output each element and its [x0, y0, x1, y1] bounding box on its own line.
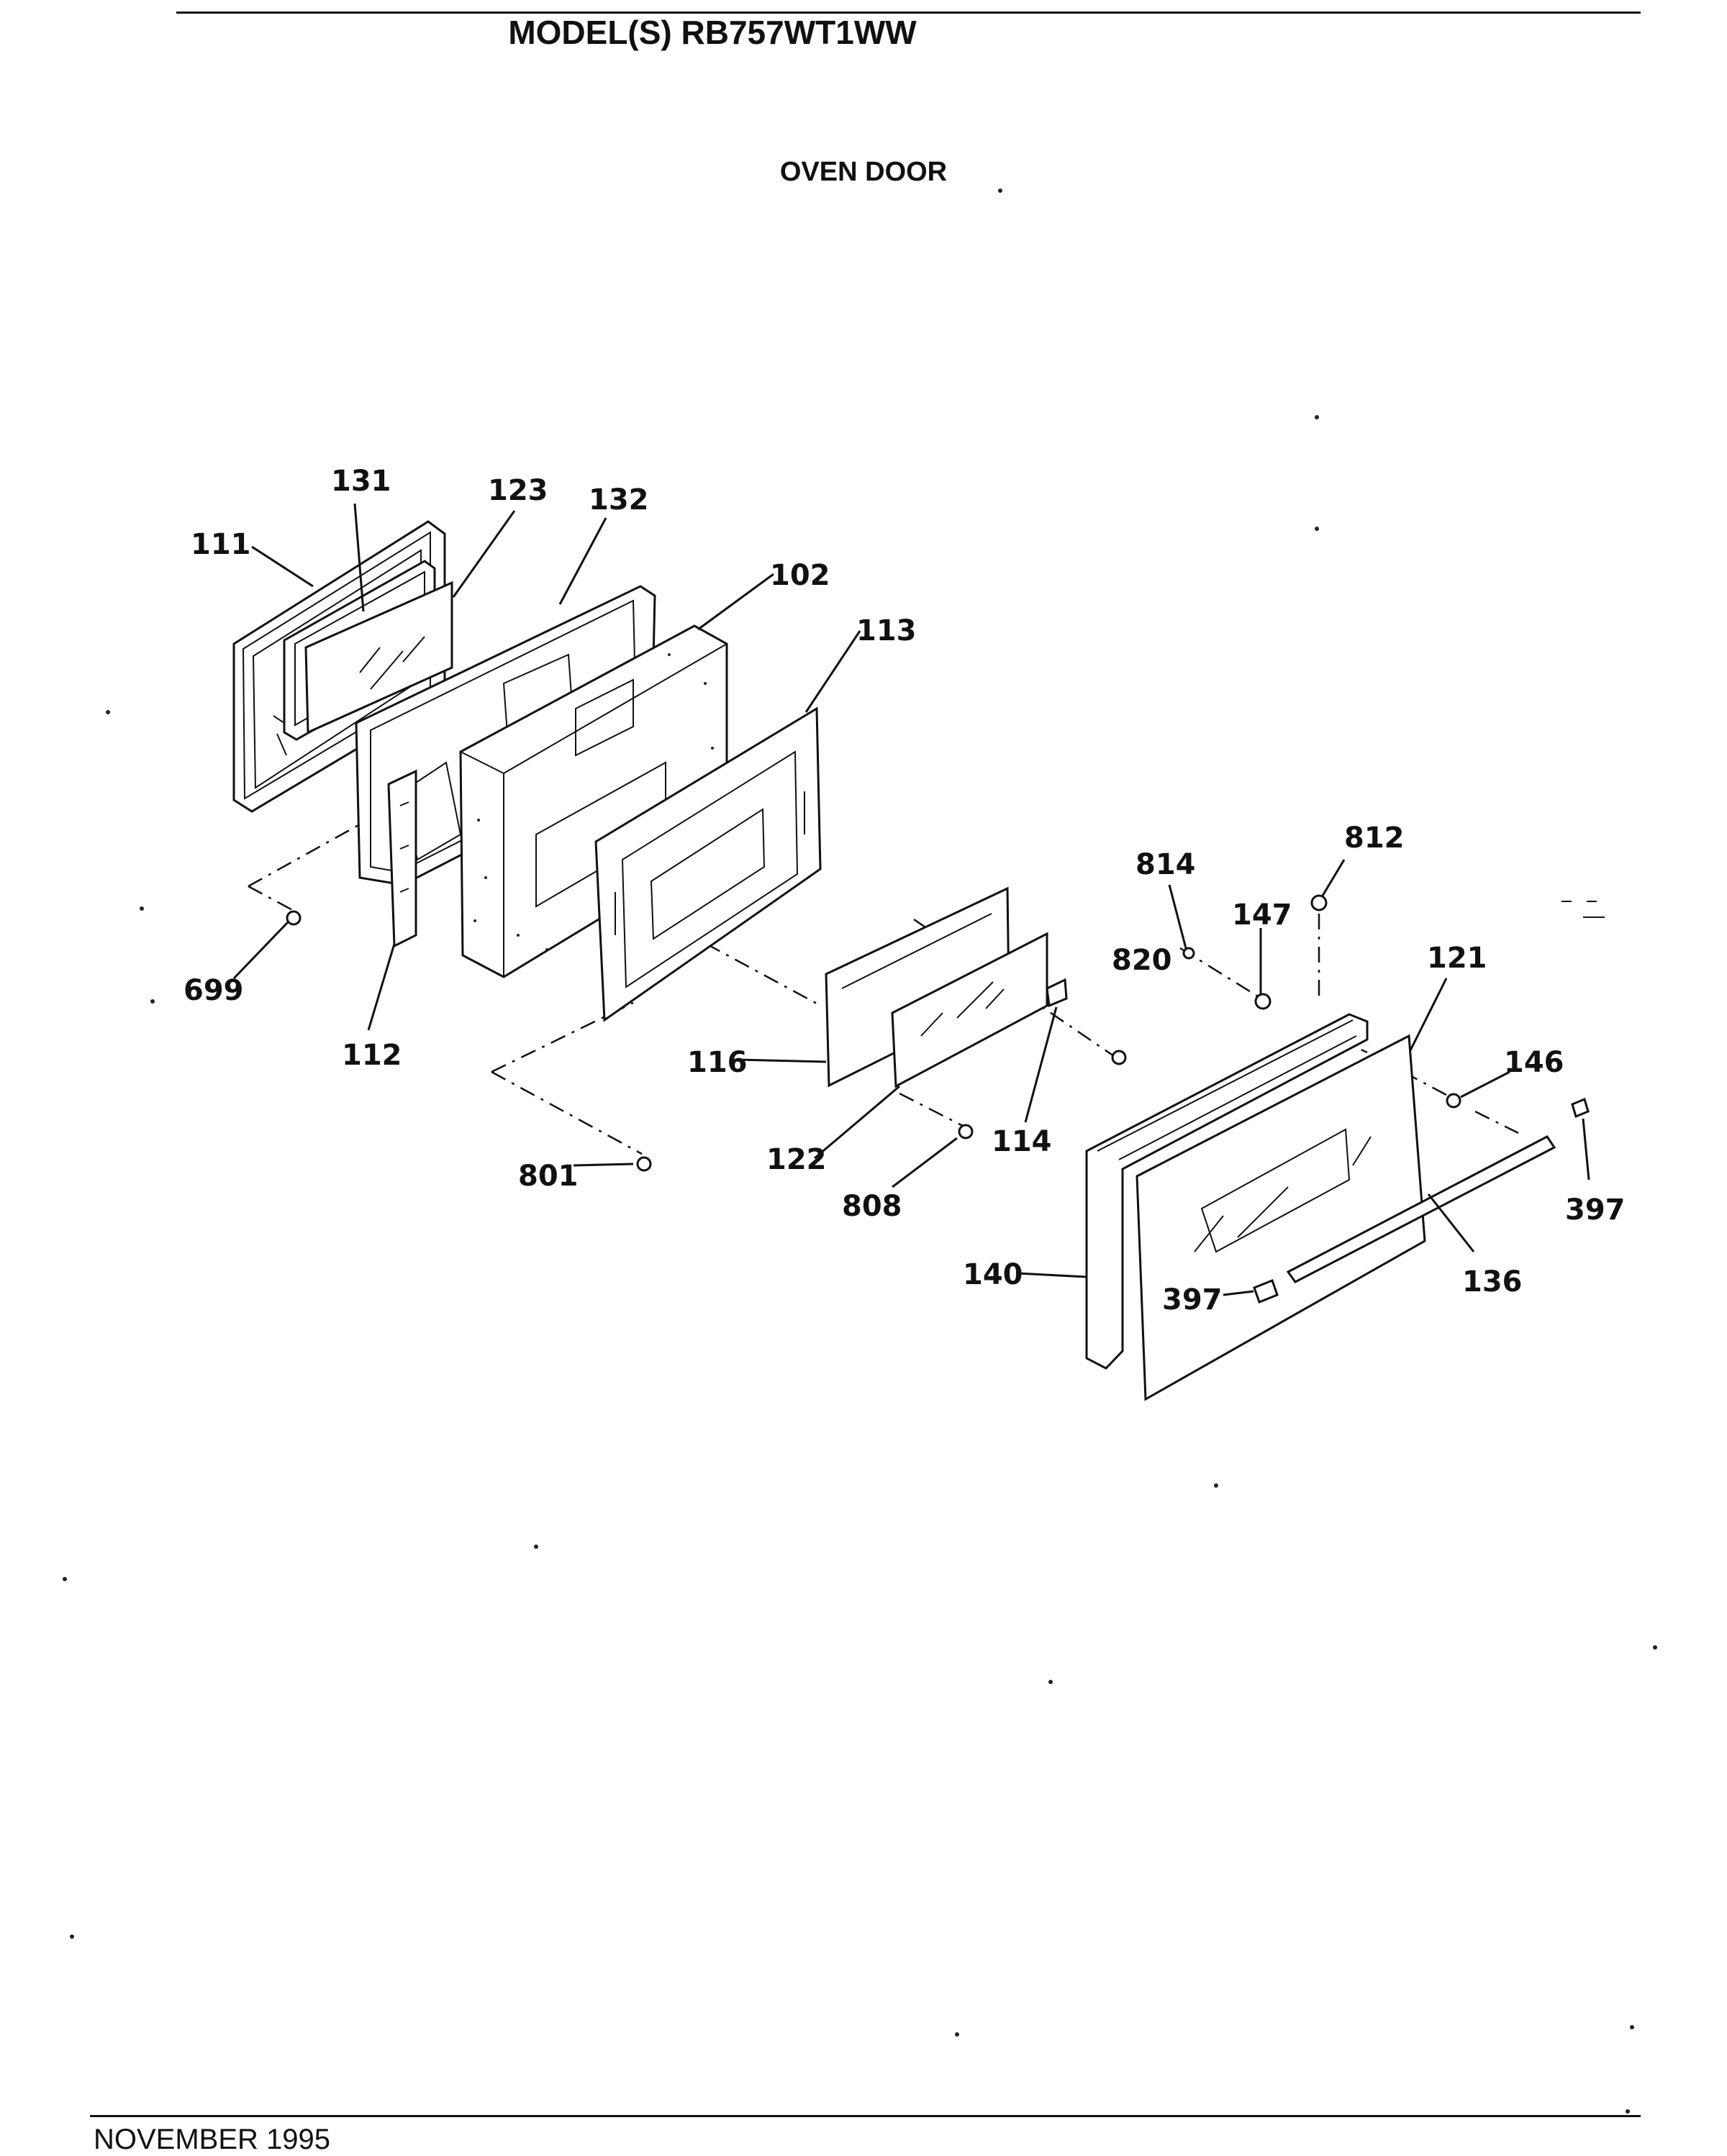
part-121-glass [1136, 1034, 1426, 1401]
model-title: MODEL(S) RB757WT1WW [508, 14, 917, 51]
callout-397-left: 397 [1162, 1283, 1223, 1316]
callout-113: 113 [856, 614, 917, 647]
callout-121: 121 [1427, 942, 1487, 975]
callout-699: 699 [183, 974, 244, 1007]
leader-lines [232, 503, 1590, 1296]
callout-131: 131 [331, 465, 391, 498]
callout-147: 147 [1232, 899, 1292, 932]
callout-102: 102 [770, 559, 830, 592]
part-397-caps [1253, 1097, 1590, 1304]
part-140-frame [1085, 1013, 1369, 1370]
callout-820: 820 [1112, 944, 1172, 977]
callout-814: 814 [1136, 848, 1196, 881]
top-rule [176, 12, 1641, 14]
section-title: OVEN DOOR [779, 157, 948, 187]
callout-122: 122 [766, 1143, 827, 1176]
callout-812: 812 [1344, 822, 1405, 855]
callout-labels: 111 131 123 132 102 113 699 112 801 116 … [183, 465, 1626, 1316]
scan-specks [63, 188, 1657, 2114]
part-114-clip [1046, 978, 1068, 1008]
callout-140: 140 [963, 1258, 1023, 1291]
callout-111: 111 [191, 528, 251, 561]
callout-146: 146 [1504, 1046, 1564, 1079]
part-122-glass [891, 932, 1048, 1088]
footer-date: NOVEMBER 1995 [94, 2124, 331, 2155]
callout-116: 116 [687, 1046, 748, 1079]
callout-132: 132 [589, 483, 649, 517]
part-112-hinge [387, 769, 417, 948]
callout-808: 808 [842, 1190, 902, 1223]
part-113-inner-panel [594, 706, 822, 1022]
callout-397-right: 397 [1565, 1193, 1626, 1227]
part-123-glass [304, 581, 453, 734]
callout-801: 801 [518, 1160, 579, 1193]
callout-123: 123 [488, 474, 548, 507]
callout-136: 136 [1462, 1265, 1523, 1298]
callout-112: 112 [342, 1039, 402, 1072]
fasteners [286, 894, 1461, 1172]
part-136-handle [1286, 1135, 1556, 1283]
bottom-rule [90, 2115, 1641, 2117]
callout-114: 114 [992, 1125, 1052, 1158]
